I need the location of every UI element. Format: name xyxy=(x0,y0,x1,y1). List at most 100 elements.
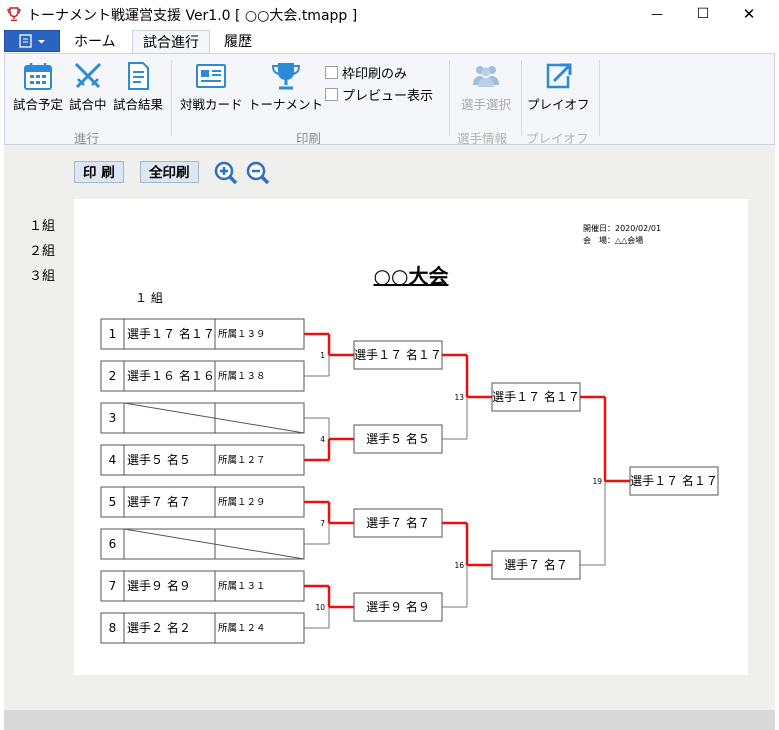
seed-number: 3 xyxy=(109,411,117,425)
tab-home[interactable]: ホーム xyxy=(74,34,116,50)
match-schedule-button[interactable]: 試合予定 xyxy=(13,61,63,113)
club-cell xyxy=(214,318,305,350)
tournament-print-button[interactable]: トーナメント xyxy=(248,61,323,113)
round1-winner-box xyxy=(353,592,443,622)
player-select-button[interactable]: 選手選択 xyxy=(461,61,511,113)
playoff-button[interactable]: プレイオフ xyxy=(527,61,590,113)
round1-winner-box xyxy=(353,340,443,370)
group-list-item[interactable]: １組 xyxy=(29,219,56,234)
club-cell xyxy=(214,612,305,644)
group-label-progress: 進行 xyxy=(74,131,100,146)
club-cell xyxy=(214,360,305,392)
match-number: 16 xyxy=(454,561,464,570)
tournament-print-label: トーナメント xyxy=(248,97,324,112)
group-label-print: 印刷 xyxy=(296,131,322,146)
close-icon: ✕ xyxy=(742,5,756,23)
frame-only-label: 枠印刷のみ xyxy=(342,67,408,82)
player-club: 所属１３１ xyxy=(218,581,266,592)
seed-number: 8 xyxy=(109,621,117,635)
seed-number: 1 xyxy=(109,327,117,341)
player-club: 所属１２４ xyxy=(218,623,266,634)
bye-slash xyxy=(123,528,305,560)
match-number: 1 xyxy=(320,351,325,360)
maximize-icon: ☐ xyxy=(696,6,710,22)
minimize-button[interactable]: — xyxy=(634,0,680,28)
group-label-playoff: プレイオフ xyxy=(526,131,589,146)
people-icon xyxy=(473,66,499,87)
match-result-label: 試合結果 xyxy=(113,97,164,112)
print-button[interactable]: 印 刷 xyxy=(74,161,124,183)
maximize-button[interactable]: ☐ xyxy=(680,0,726,28)
document-menu-icon xyxy=(19,34,45,48)
match-in-progress-button[interactable]: 試合中 xyxy=(69,61,107,113)
round2-winner-box xyxy=(491,382,581,412)
document-icon xyxy=(128,62,149,90)
champion-box xyxy=(629,466,719,496)
player-name: 選手７ 名７ xyxy=(127,494,191,509)
player-name-cell xyxy=(123,528,216,560)
export-icon xyxy=(547,63,572,89)
seed-number: 5 xyxy=(109,495,117,509)
file-menu-button[interactable] xyxy=(4,30,60,52)
playoff-label: プレイオフ xyxy=(527,97,590,112)
calendar-icon xyxy=(24,63,52,90)
seed-number: 6 xyxy=(109,537,117,551)
group-label-player-info: 選手情報 xyxy=(457,131,508,146)
club-cell xyxy=(214,570,305,602)
id-card-icon xyxy=(196,64,227,88)
player-name: 選手５ 名５ xyxy=(127,452,191,467)
player-club: 所属１３９ xyxy=(218,329,266,340)
match-number: 19 xyxy=(592,477,602,486)
champion-name: 選手１７ 名１７ xyxy=(630,473,718,488)
minimize-icon: — xyxy=(651,7,663,21)
ribbon: 試合予定 試合中 試合結果 進行 対戦カード トーナメント xyxy=(4,53,775,146)
checkbox-box xyxy=(325,88,338,101)
group-heading: １ 組 xyxy=(135,291,163,305)
seed-number: 4 xyxy=(109,453,117,467)
window-title: トーナメント戦運営支援 Ver1.0 [ ○○大会.tmapp ] xyxy=(27,8,358,24)
match-number: 13 xyxy=(454,393,464,402)
match-number: 7 xyxy=(320,519,325,528)
club-cell xyxy=(214,486,305,518)
round2-winner: 選手７ 名７ xyxy=(504,557,568,572)
tournament-bracket: 開催日：2020/02/01 会 場：△△会場 ○○大会 １ 組 1471013… xyxy=(100,223,719,644)
checkbox-box xyxy=(325,66,338,79)
group-list-item[interactable]: ２組 xyxy=(29,244,56,259)
player-club: 所属１２７ xyxy=(218,455,266,466)
group-list-item[interactable]: ３組 xyxy=(29,269,56,284)
round2-winner: 選手１７ 名１７ xyxy=(492,389,580,404)
ribbon-separator xyxy=(171,60,172,136)
round1-winner: 選手５ 名５ xyxy=(366,431,430,446)
match-number: 4 xyxy=(320,435,325,444)
match-number: 10 xyxy=(315,603,325,612)
tab-history[interactable]: 履歴 xyxy=(224,34,252,50)
seed-number: 2 xyxy=(109,369,117,383)
bye-slash xyxy=(123,402,305,434)
tab-match-progress[interactable]: 試合進行 xyxy=(132,30,210,54)
trophy-icon xyxy=(271,63,300,90)
match-result-button[interactable]: 試合結果 xyxy=(113,61,163,113)
preview-checkbox[interactable]: プレビュー表示 xyxy=(325,85,433,104)
close-button[interactable]: ✕ xyxy=(726,0,772,28)
event-venue: 会 場：△△会場 xyxy=(583,235,643,245)
print-all-button[interactable]: 全印刷 xyxy=(140,161,199,183)
club-cell xyxy=(214,444,305,476)
match-card-button[interactable]: 対戦カード xyxy=(180,61,243,113)
seed-number: 7 xyxy=(109,579,117,593)
match-schedule-label: 試合予定 xyxy=(13,97,64,112)
player-name: 選手１７ 名１７ xyxy=(127,326,215,341)
round1-winner-box xyxy=(353,424,443,454)
event-date: 開催日：2020/02/01 xyxy=(583,223,661,233)
player-name-cell xyxy=(123,444,216,476)
player-name: 選手９ 名９ xyxy=(127,578,191,593)
zoom-in-icon[interactable] xyxy=(214,161,238,185)
player-name-cell xyxy=(123,612,216,644)
player-name: 選手２ 名２ xyxy=(127,620,191,635)
player-club: 所属１２９ xyxy=(218,497,266,508)
round1-winner-box xyxy=(353,508,443,538)
status-bar xyxy=(4,710,775,730)
frame-only-checkbox[interactable]: 枠印刷のみ xyxy=(325,63,407,82)
ribbon-separator xyxy=(449,60,450,136)
zoom-out-icon[interactable] xyxy=(246,161,270,185)
